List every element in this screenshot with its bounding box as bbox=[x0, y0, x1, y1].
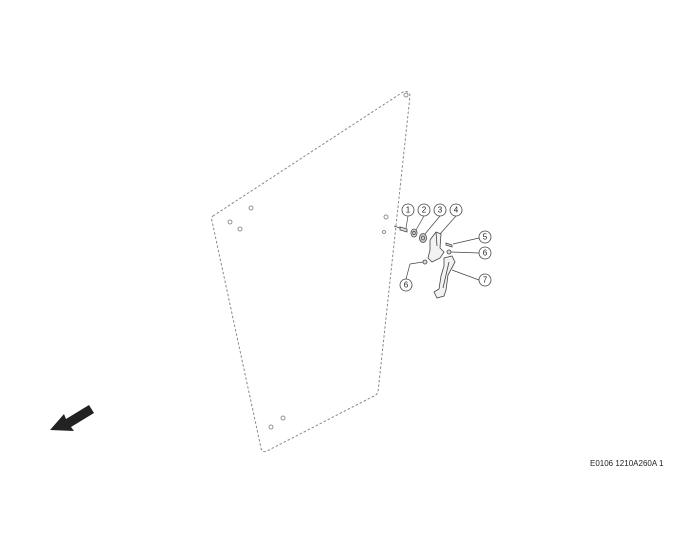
handle-part bbox=[433, 255, 456, 299]
callout-3: 3 bbox=[433, 203, 447, 217]
svg-text:2: 2 bbox=[422, 206, 427, 215]
mounting-hole bbox=[227, 219, 233, 225]
nut-part bbox=[446, 249, 452, 255]
svg-text:6: 6 bbox=[483, 249, 488, 258]
svg-text:3: 3 bbox=[438, 206, 443, 215]
screw-part bbox=[445, 242, 453, 248]
mounting-hole bbox=[248, 205, 254, 211]
svg-text:1: 1 bbox=[406, 206, 411, 215]
callout-6-right: 6 bbox=[478, 246, 492, 260]
washer-part bbox=[410, 228, 418, 238]
mounting-hole bbox=[403, 92, 409, 98]
mounting-hole bbox=[382, 230, 386, 234]
front-direction-arrow-icon bbox=[50, 405, 94, 431]
callout-6-left: 6 bbox=[399, 278, 413, 292]
spacer-part bbox=[419, 233, 427, 243]
leader-lines bbox=[405, 215, 480, 281]
svg-text:6: 6 bbox=[404, 281, 409, 290]
bolt-part bbox=[399, 226, 408, 233]
bracket-part bbox=[427, 231, 445, 263]
svg-text:5: 5 bbox=[483, 233, 488, 242]
callout-7: 7 bbox=[478, 273, 492, 287]
door-glass-panel bbox=[211, 91, 411, 453]
latch-hardware bbox=[393, 225, 456, 299]
mounting-hole bbox=[237, 226, 243, 232]
mounting-hole bbox=[383, 214, 389, 220]
drawing-reference-code: E0106 1210A260A 1 bbox=[590, 459, 664, 468]
callout-1: 1 bbox=[401, 203, 415, 217]
callout-2: 2 bbox=[417, 203, 431, 217]
callout-5: 5 bbox=[478, 230, 492, 244]
svg-text:4: 4 bbox=[454, 206, 459, 215]
mounting-hole bbox=[268, 424, 274, 430]
nut-part bbox=[422, 259, 428, 265]
mounting-hole bbox=[280, 415, 286, 421]
svg-text:7: 7 bbox=[483, 276, 488, 285]
callout-4: 4 bbox=[449, 203, 463, 217]
